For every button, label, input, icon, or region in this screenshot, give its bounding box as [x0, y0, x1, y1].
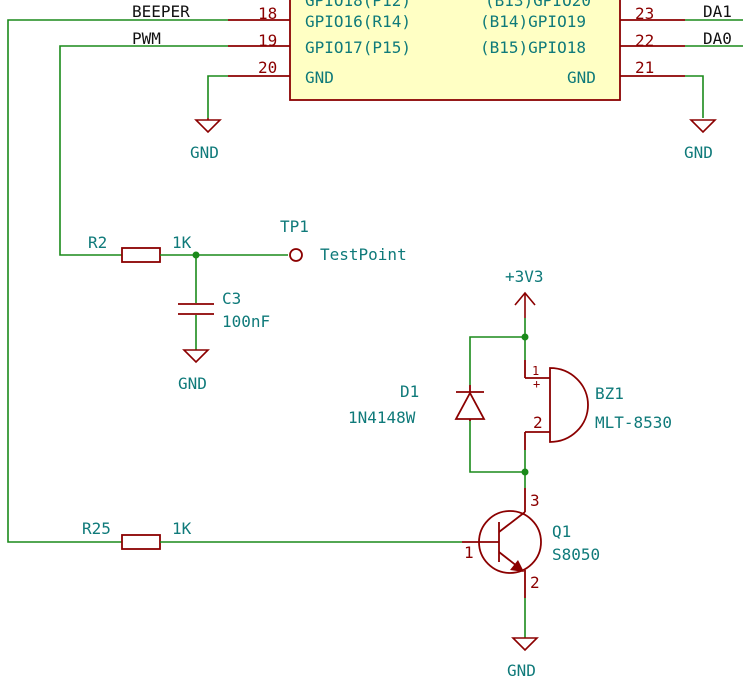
v33-label: +3V3: [505, 267, 544, 286]
r2-body[interactable]: [121, 247, 161, 263]
gnd-symbol-right: [689, 119, 717, 134]
tp1-symbol[interactable]: [289, 248, 303, 262]
q1-ref: Q1: [552, 522, 571, 541]
c3-ref: C3: [222, 289, 241, 308]
wire-d1-bottom[interactable]: [469, 421, 525, 473]
ic-pin-19-num: 19: [258, 31, 277, 50]
q1-pin-b: 1: [464, 543, 474, 562]
ic-pin-18-num: 18: [258, 4, 277, 23]
d1-symbol[interactable]: [454, 385, 486, 421]
q1-pin-e: 2: [530, 573, 540, 592]
c3-value: 100nF: [222, 312, 270, 331]
bz1-value: MLT-8530: [595, 413, 672, 432]
r25-ref: R25: [82, 519, 111, 538]
net-label-da0: DA0: [703, 29, 732, 48]
bz1-body[interactable]: [549, 367, 589, 443]
tp1-ref: TP1: [280, 217, 309, 236]
gnd-label-left: GND: [190, 143, 219, 162]
bz1-pin2-num: 2: [533, 413, 543, 432]
r25-value: 1K: [172, 519, 192, 538]
gnd-label-q1: GND: [507, 661, 536, 680]
wire-pwm[interactable]: [59, 45, 228, 256]
net-label-da1: DA1: [703, 2, 732, 21]
ic-pin-23-num: 23: [635, 4, 654, 23]
r2-ref: R2: [88, 233, 107, 252]
ic-pin-21-num: 21: [635, 58, 654, 77]
wire-d1-top[interactable]: [469, 336, 525, 385]
ic-body[interactable]: [289, 0, 621, 101]
gnd-label-right: GND: [684, 143, 713, 162]
ic-partial-left: GPIO18(P12): [305, 0, 411, 10]
bz1-ref: BZ1: [595, 384, 624, 403]
ic-pin-23-name: (B14)GPIO19: [480, 12, 586, 31]
q1-pin-c: 3: [530, 491, 540, 510]
net-label-pwm: PWM: [132, 29, 161, 48]
gnd-symbol-left: [194, 118, 222, 134]
ic-pin-20-name: GND: [305, 68, 334, 87]
ic-pin-19-name: GPIO17(P15): [305, 38, 411, 57]
r25-body[interactable]: [121, 534, 161, 550]
ic-pin-18-name: GPIO16(R14): [305, 12, 411, 31]
r2-value: 1K: [172, 233, 192, 252]
wire-gnd-left[interactable]: [207, 75, 228, 118]
d1-ref: D1: [400, 382, 419, 401]
d1-value: 1N4148W: [348, 408, 416, 427]
gnd-symbol-q1: [511, 637, 539, 652]
bz1-pin1-num: 1: [532, 364, 539, 378]
net-label-beeper: BEEPER: [132, 2, 190, 21]
q1-symbol[interactable]: [462, 488, 542, 598]
wire-gnd-right[interactable]: [685, 75, 704, 118]
ic-pin-21-name: GND: [567, 68, 596, 87]
q1-value: S8050: [552, 545, 600, 564]
gnd-symbol-c3: [182, 349, 210, 364]
ic-partial-right: (B13)GPIO20: [485, 0, 591, 10]
ic-pin-22-name: (B15)GPIO18: [480, 38, 586, 57]
gnd-label-c3: GND: [178, 374, 207, 393]
tp1-value: TestPoint: [320, 245, 407, 264]
wire-beeper[interactable]: [7, 19, 228, 543]
bz1-plus: +: [533, 377, 540, 391]
ic-pin-22-num: 22: [635, 31, 654, 50]
ic-pin-20-num: 20: [258, 58, 277, 77]
junction-bz1-d1: [521, 468, 529, 476]
